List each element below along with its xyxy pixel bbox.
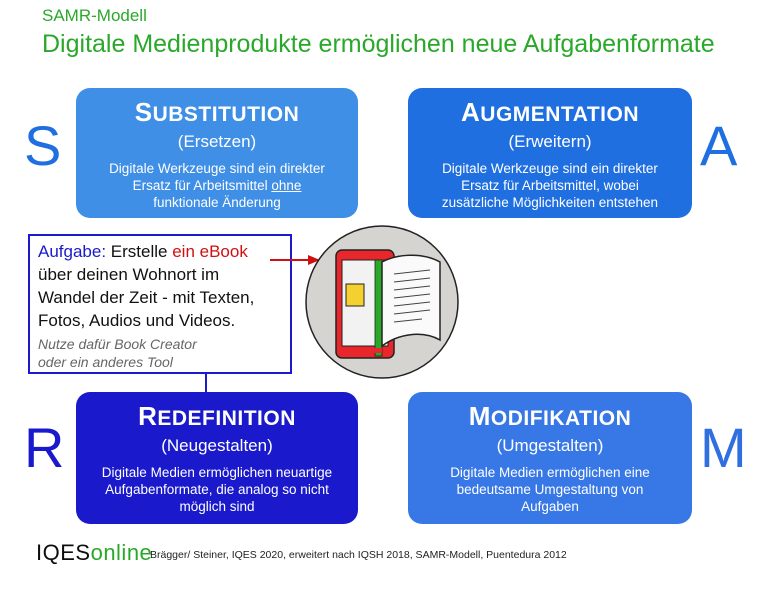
- source-credit: Brägger/ Steiner, IQES 2020, erweitert n…: [150, 549, 567, 561]
- task-highlight: ein eBook: [172, 242, 248, 261]
- card-heading-initial: M: [468, 401, 491, 431]
- card-heading-rest: ODIFIKATION: [490, 407, 632, 430]
- card-subheading: (Umgestalten): [496, 436, 604, 455]
- card-heading-initial: A: [461, 97, 481, 127]
- desc-line: Aufgabenformate, die analog so nicht: [105, 482, 329, 497]
- arrow-right-icon: [270, 255, 320, 265]
- desc-underlined: ohne: [271, 178, 302, 193]
- desc-line: Digitale Medien ermöglichen eine: [450, 465, 650, 480]
- ebook-tablet-icon: [305, 225, 459, 379]
- card-heading-rest: EDEFINITION: [157, 407, 296, 430]
- card-heading: MODIFIKATION: [408, 401, 692, 431]
- card-description: Digitale Werkzeuge sind ein direkter Ers…: [408, 160, 692, 211]
- desc-line: bedeutsame Umgestaltung von: [456, 482, 644, 497]
- card-subheading: (Ersetzen): [177, 132, 257, 151]
- card-heading-initial: R: [138, 401, 158, 431]
- card-heading-rest: UGMENTATION: [480, 103, 639, 126]
- task-line: Wandel der Zeit - mit Texten,: [38, 288, 255, 307]
- task-hint: Nutze dafür Book Creator oder ein andere…: [38, 335, 284, 371]
- card-heading: AUGMENTATION: [408, 97, 692, 127]
- card-substitution: SUBSTITUTION (Ersetzen) Digitale Werkzeu…: [76, 88, 358, 218]
- diagram-title: Digitale Medienprodukte ermöglichen neue…: [42, 30, 715, 58]
- desc-line: Ersatz für Arbeitsmittel: [132, 178, 268, 193]
- desc-line: Ersatz für Arbeitsmittel, wobei: [461, 178, 639, 193]
- card-description: Digitale Medien ermöglichen neuartige Au…: [76, 464, 358, 515]
- desc-line: Digitale Werkzeuge sind ein direkter: [109, 161, 325, 176]
- letter-r: R: [24, 416, 65, 479]
- card-subheading: (Erweitern): [508, 132, 592, 151]
- card-modifikation: MODIFIKATION (Umgestalten) Digitale Medi…: [408, 392, 692, 524]
- task-label: Aufgabe:: [38, 242, 107, 261]
- desc-line: Aufgaben: [521, 499, 579, 514]
- task-text: Aufgabe: Erstelle ein eBook über deinen …: [38, 240, 284, 332]
- logo-sub: online: [90, 540, 153, 565]
- card-heading: SUBSTITUTION: [76, 97, 358, 127]
- hint-line: oder ein anderes Tool: [38, 354, 173, 370]
- diagram-subtitle: SAMR-Modell: [42, 6, 147, 25]
- card-heading-rest: UBSTITUTION: [152, 103, 300, 126]
- letter-a: A: [700, 114, 738, 177]
- card-description: Digitale Werkzeuge sind ein direkter Ers…: [76, 160, 358, 211]
- logo-main: IQES: [36, 540, 91, 565]
- desc-line: funktionale Änderung: [153, 195, 281, 210]
- card-augmentation: AUGMENTATION (Erweitern) Digitale Werkze…: [408, 88, 692, 218]
- task-line: über deinen Wohnort im: [38, 265, 220, 284]
- card-subheading: (Neugestalten): [161, 436, 273, 455]
- hint-line: Nutze dafür Book Creator: [38, 336, 197, 352]
- task-text-start: Erstelle: [110, 242, 168, 261]
- card-redefinition: REDEFINITION (Neugestalten) Digitale Med…: [76, 392, 358, 524]
- desc-line: Digitale Medien ermöglichen neuartige: [101, 465, 333, 480]
- desc-line: Digitale Werkzeuge sind ein direkter: [442, 161, 658, 176]
- iqes-logo: IQESonline: [36, 540, 152, 566]
- task-line: Fotos, Audios und Videos.: [38, 311, 236, 330]
- task-box: Aufgabe: Erstelle ein eBook über deinen …: [28, 234, 292, 374]
- letter-s: S: [24, 114, 62, 177]
- task-connector-line: [205, 374, 207, 392]
- desc-line: möglich sind: [179, 499, 255, 514]
- card-heading: REDEFINITION: [76, 401, 358, 431]
- card-description: Digitale Medien ermöglichen eine bedeuts…: [408, 464, 692, 515]
- letter-m: M: [700, 416, 747, 479]
- card-heading-initial: S: [134, 97, 153, 127]
- desc-line: zusätzliche Möglichkeiten entstehen: [441, 195, 659, 210]
